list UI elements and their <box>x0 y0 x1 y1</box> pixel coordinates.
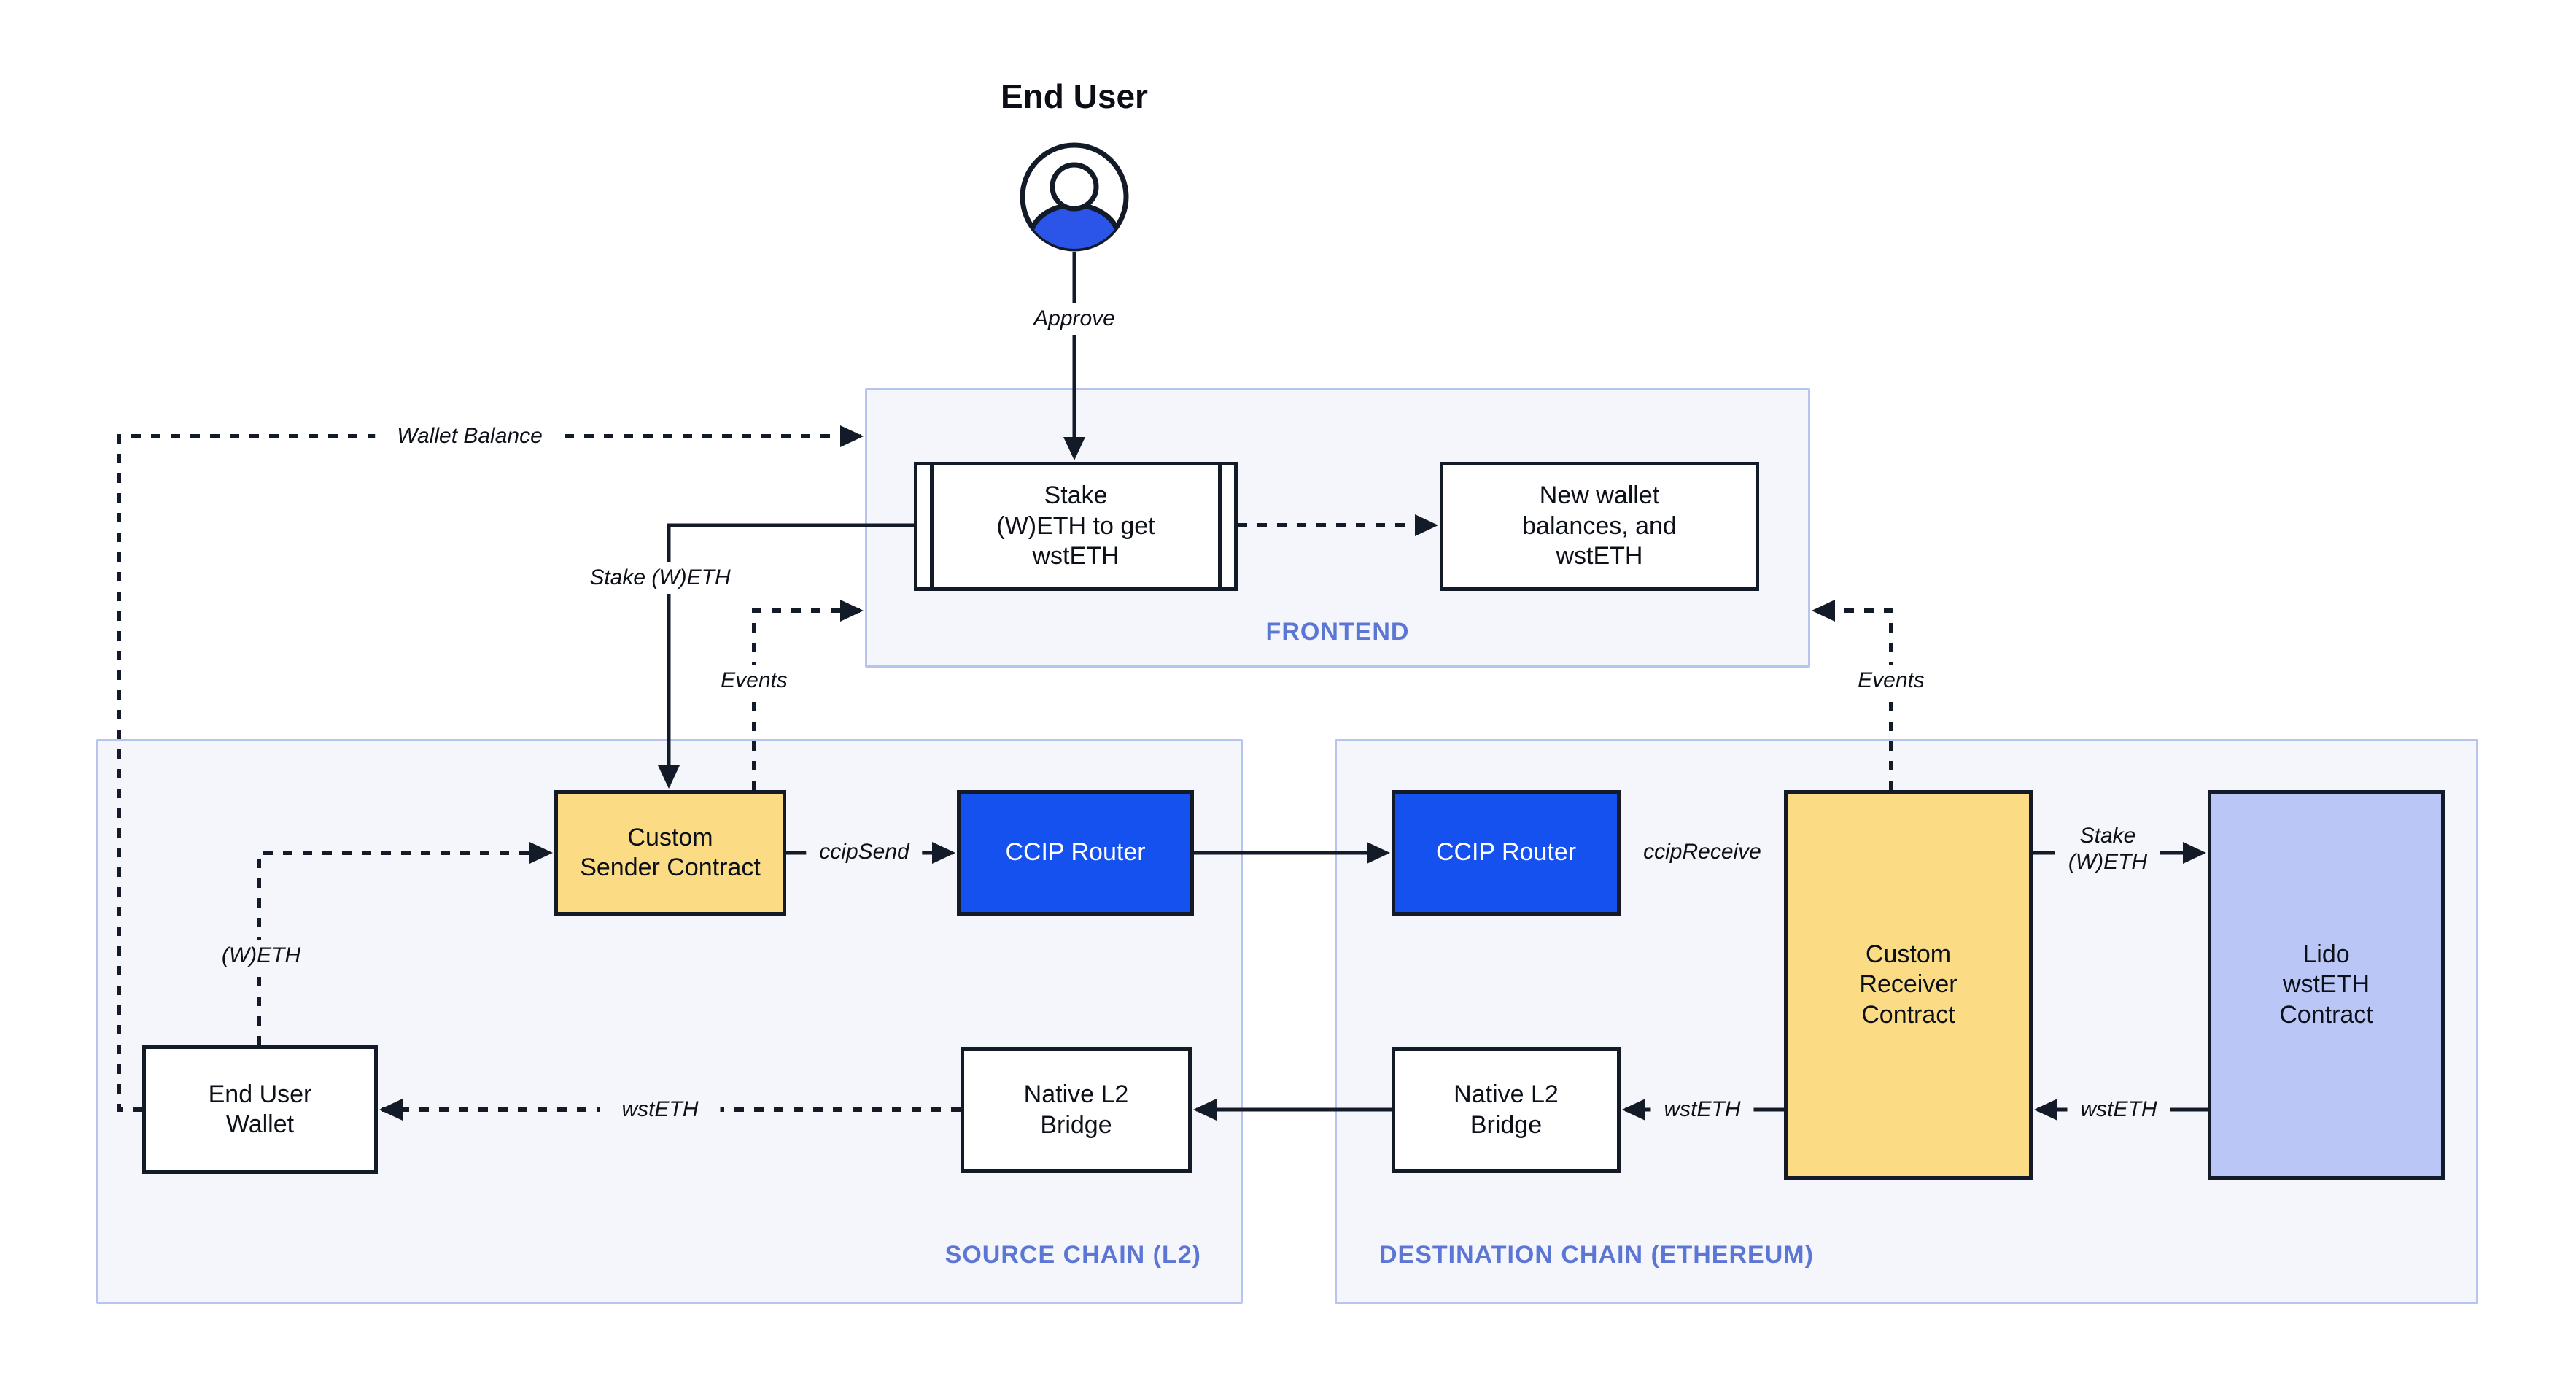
frontend-label: FRONTEND <box>1265 618 1410 646</box>
native-l2-bridge-source-box: Native L2 Bridge <box>961 1047 1192 1173</box>
stake-box-label: Stake (W)ETH to get wstETH <box>996 482 1155 571</box>
ccip-router-dest-box: CCIP Router <box>1392 790 1621 916</box>
ccip-send-label: ccipSend <box>806 836 923 868</box>
ccip-receive-label: ccipReceive <box>1630 836 1774 868</box>
native-l2-bridge-dest-box: Native L2 Bridge <box>1392 1047 1621 1173</box>
user-icon <box>1020 142 1129 255</box>
wsteth-receiver-to-bridge-label: wstETH <box>1650 1094 1754 1126</box>
native-l2-bridge-source-label: Native L2 Bridge <box>1023 1080 1129 1139</box>
new-wallet-box: New wallet balances, and wstETH <box>1440 462 1759 591</box>
source-chain-label: SOURCE CHAIN (L2) <box>944 1241 1201 1269</box>
wsteth-lido-to-receiver-label: wstETH <box>2067 1094 2170 1126</box>
end-user-wallet-box: End User Wallet <box>142 1045 378 1174</box>
custom-sender-contract-box: Custom Sender Contract <box>554 790 786 916</box>
events-left-label: Events <box>707 665 801 697</box>
end-user-wallet-label: End User Wallet <box>208 1080 312 1138</box>
new-wallet-box-label: New wallet balances, and wstETH <box>1522 482 1677 571</box>
subroutine-bar-left <box>930 465 934 587</box>
stake-weth-dest-label: Stake (W)ETH <box>2055 820 2161 878</box>
wallet-balance-label: Wallet Balance <box>375 420 565 452</box>
wsteth-bridge-to-wallet-label: wstETH <box>600 1094 721 1126</box>
ccip-router-source-label: CCIP Router <box>1005 838 1146 867</box>
custom-sender-contract-label: Custom Sender Contract <box>580 823 761 881</box>
events-right-arrow <box>1812 600 1893 790</box>
destination-chain-label: DESTINATION CHAIN (ETHEREUM) <box>1379 1241 1814 1269</box>
events-right-label: Events <box>1844 665 1938 697</box>
stake-weth-arrow <box>658 523 914 789</box>
wallet-balance-arrow <box>117 425 864 1112</box>
ccip-router-dest-label: CCIP Router <box>1435 838 1577 867</box>
stake-box: Stake (W)ETH to get wstETH <box>914 462 1238 591</box>
weth-arrow <box>257 842 553 1045</box>
weth-label: (W)ETH <box>208 940 314 972</box>
stake-weth-label: Stake (W)ETH <box>576 562 744 594</box>
custom-receiver-contract-box: Custom Receiver Contract <box>1784 790 2033 1180</box>
native-l2-bridge-dest-label: Native L2 Bridge <box>1454 1080 1559 1139</box>
end-user-title: End User <box>1001 77 1148 115</box>
approve-label: Approve <box>1020 303 1128 335</box>
events-left-arrow <box>752 600 864 790</box>
lido-wsteth-contract-label: Lido wstETH Contract <box>2279 940 2373 1029</box>
custom-receiver-contract-label: Custom Receiver Contract <box>1859 940 1958 1029</box>
subroutine-bar-right <box>1218 465 1222 587</box>
lido-wsteth-contract-box: Lido wstETH Contract <box>2208 790 2445 1180</box>
ccip-router-source-box: CCIP Router <box>957 790 1194 916</box>
